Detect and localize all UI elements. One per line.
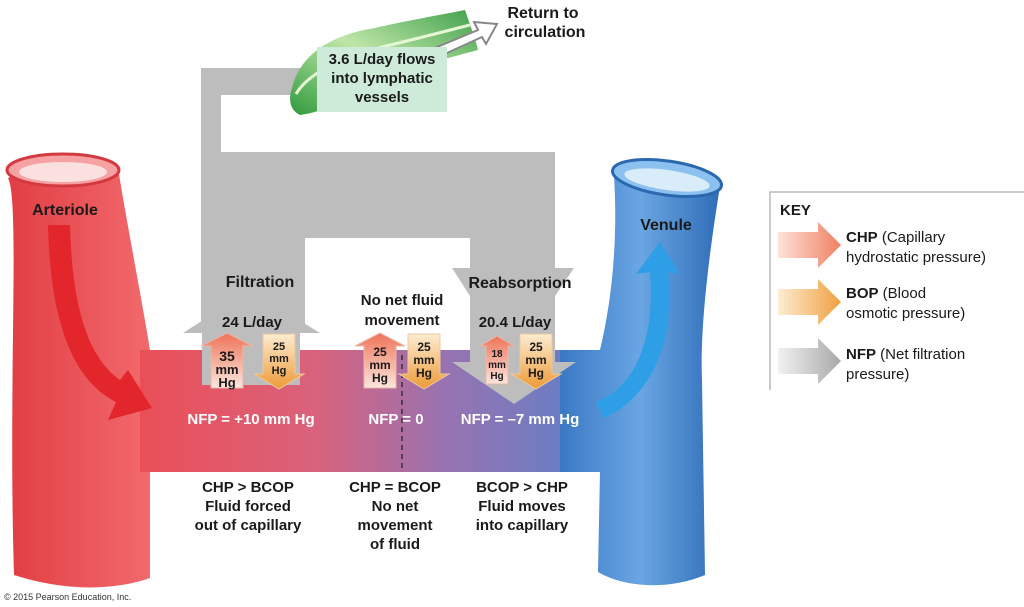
return-flow-loop — [201, 152, 555, 325]
filtration-bcop-unit1: mm — [269, 353, 289, 365]
reabsorption-desc-line1: BCOP > CHP — [476, 479, 568, 496]
key-bop-line2: osmotic pressure) — [846, 305, 965, 322]
reabsorption-rate: 20.4 L/day — [479, 314, 552, 331]
arteriole-flow-arrow — [48, 225, 152, 420]
key-title: KEY — [780, 202, 811, 219]
filtration-chp-arrow — [200, 332, 254, 389]
filtration-nfp: NFP = +10 mm Hg — [187, 411, 314, 428]
return-label-line1: Return to — [507, 5, 578, 22]
reabsorption-bcop-unit1: mm — [525, 353, 546, 367]
lymph-box-line2: into lymphatic — [331, 70, 433, 87]
reabsorption-title: Reabsorption — [468, 275, 571, 292]
key-nfp-line1: NFP (Net filtration — [846, 346, 965, 363]
middle-bcop-unit1: mm — [413, 353, 434, 367]
return-label-line2: circulation — [505, 24, 586, 41]
key-bop-line1: BOP (Blood — [846, 285, 926, 302]
key-panel: KEY CHP (Capillary hydrostatic pressure)… — [769, 191, 1024, 390]
middle-chp-unit1: mm — [369, 358, 390, 372]
filtration-desc-line1: CHP > BCOP — [202, 479, 294, 496]
key-nfp-arrow-icon — [778, 338, 841, 384]
filtration-chp-value: 35 — [219, 348, 235, 364]
reabsorption-chp-value: 18 — [491, 349, 503, 360]
middle-desc-line2: No net — [372, 498, 419, 515]
middle-desc-line4: of fluid — [370, 536, 420, 553]
reabsorption-desc-line3: into capillary — [476, 517, 569, 534]
lymph-box-line1: 3.6 L/day flows — [329, 51, 436, 68]
reabsorption-chp-unit1: mm — [488, 360, 506, 371]
filtration-chp-unit1: mm — [215, 362, 238, 377]
middle-chp-value: 25 — [373, 345, 387, 359]
venule-label: Venule — [640, 217, 692, 234]
filtration-bcop-arrow — [252, 333, 306, 390]
key-chp-line1: CHP (Capillary — [846, 229, 946, 246]
reabsorption-nfp: NFP = –7 mm Hg — [461, 411, 580, 428]
middle-desc-line1: CHP = BCOP — [349, 479, 441, 496]
key-chp-line2: hydrostatic pressure) — [846, 249, 986, 266]
middle-chp-arrow — [354, 332, 406, 389]
filtration-desc-line3: out of capillary — [195, 517, 302, 534]
middle-bcop-value: 25 — [417, 340, 431, 354]
venule-flow-arrow — [596, 242, 680, 418]
filtration-desc-line2: Fluid forced — [205, 498, 291, 515]
reabsorption-bcop-value: 25 — [529, 340, 543, 354]
lymph-box-line3: vessels — [355, 89, 409, 106]
key-nfp-line2: pressure) — [846, 366, 909, 383]
key-bop-arrow-icon — [778, 279, 841, 325]
filtration-bcop-value: 25 — [273, 341, 285, 353]
reabsorption-desc-line2: Fluid moves — [478, 498, 566, 515]
middle-desc-line3: movement — [357, 517, 432, 534]
middle-bcop-arrow — [397, 333, 451, 390]
reabsorption-chp-unit2: Hg — [490, 371, 503, 382]
copyright-notice: © 2015 Pearson Education, Inc. — [4, 592, 131, 602]
reabsorption-chp-arrow — [478, 335, 516, 385]
middle-chp-unit2: Hg — [372, 371, 388, 385]
reabsorption-bcop-unit2: Hg — [528, 366, 544, 380]
filtration-chp-unit2: Hg — [218, 375, 235, 390]
reabsorption-bcop-arrow — [509, 333, 563, 390]
filtration-rate: 24 L/day — [222, 314, 283, 331]
lymph-flow-box — [317, 47, 447, 112]
middle-nfp: NFP = 0 — [368, 411, 423, 428]
middle-title-line1: No net fluid — [361, 292, 444, 309]
filtration-bcop-unit2: Hg — [272, 365, 287, 377]
arteriole-label: Arteriole — [32, 202, 98, 219]
filtration-title: Filtration — [226, 274, 294, 291]
middle-title-line2: movement — [364, 312, 439, 329]
key-chp-arrow-icon — [778, 222, 841, 268]
middle-bcop-unit2: Hg — [416, 366, 432, 380]
